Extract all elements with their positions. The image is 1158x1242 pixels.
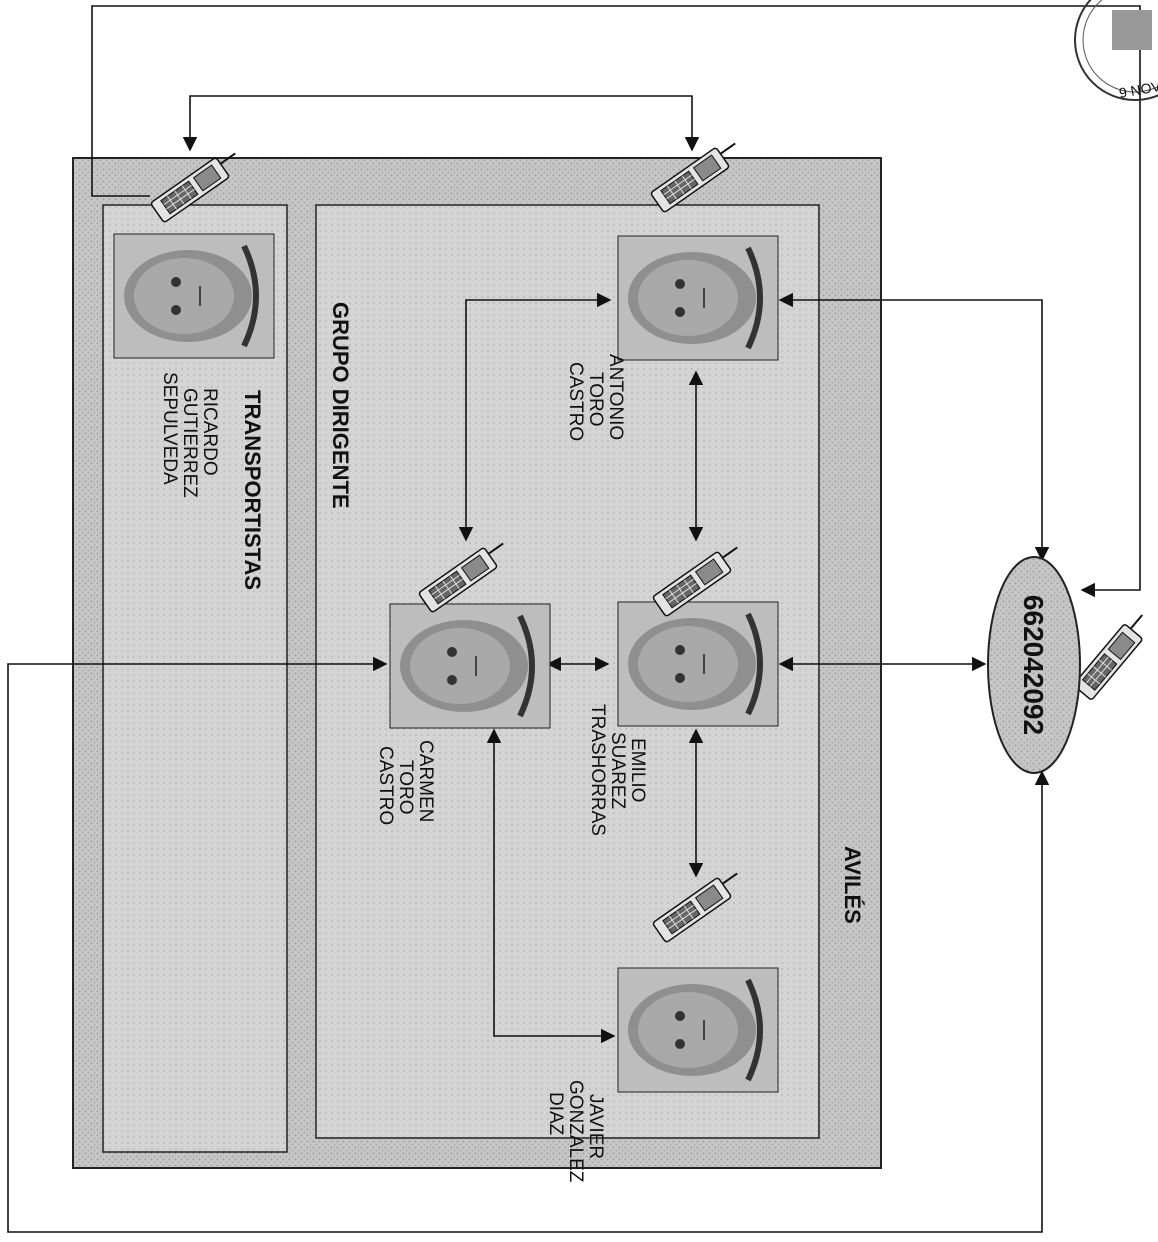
svg-text:CASTRO: CASTRO bbox=[375, 746, 396, 825]
label-antonio: ANTONIO TORO CASTRO bbox=[565, 354, 626, 441]
wire-carmen-number bbox=[7, 656, 1050, 1233]
svg-text:DIAZ: DIAZ bbox=[545, 1092, 566, 1136]
photo-emilio bbox=[618, 602, 778, 726]
wire-ricardo-number bbox=[91, 5, 1141, 598]
wire-antonio-carmen bbox=[458, 292, 612, 542]
label-carmen: CARMEN TORO CASTRO bbox=[375, 740, 436, 825]
phone-icon bbox=[1072, 608, 1156, 702]
wire-carmen-javier bbox=[486, 728, 616, 1044]
phone-number: 662042092 bbox=[1018, 595, 1049, 735]
svg-text:ANTONIO: ANTONIO bbox=[605, 354, 626, 440]
stamp-text: 9 NOV bbox=[1118, 78, 1158, 101]
header-aviles: AVILÉS bbox=[840, 846, 865, 924]
label-ricardo: RICARDO GUTIERREZ SEPULVEDA bbox=[159, 372, 220, 498]
svg-text:SEPULVEDA: SEPULVEDA bbox=[159, 372, 180, 485]
svg-text:CASTRO: CASTRO bbox=[565, 362, 586, 441]
svg-text:TRASHORRAS: TRASHORRAS bbox=[587, 704, 608, 836]
svg-text:TORO: TORO bbox=[585, 372, 606, 427]
photo-carmen bbox=[390, 604, 550, 728]
label-emilio: EMILIO SUAREZ TRASHORRAS bbox=[587, 704, 648, 836]
svg-text:JAVIER: JAVIER bbox=[585, 1094, 606, 1159]
svg-text:RICARDO: RICARDO bbox=[199, 388, 220, 476]
stamp: 9 NOV bbox=[1074, 0, 1158, 101]
wire-antonio-number bbox=[778, 292, 1050, 562]
photo-javier bbox=[618, 968, 778, 1092]
photo-ricardo bbox=[114, 234, 274, 358]
transportistas-box bbox=[102, 204, 288, 1153]
wire-ricardo-antonio bbox=[182, 95, 700, 152]
svg-text:GUTIERREZ: GUTIERREZ bbox=[179, 388, 200, 498]
header-transportistas: TRANSPORTISTAS bbox=[240, 390, 265, 590]
svg-text:SUAREZ: SUAREZ bbox=[607, 732, 628, 809]
label-javier: JAVIER GONZALEZ DIAZ bbox=[545, 1080, 606, 1183]
svg-text:EMILIO: EMILIO bbox=[627, 738, 648, 802]
header-dirigente: GRUPO DIRIGENTE bbox=[328, 302, 353, 509]
svg-text:CARMEN: CARMEN bbox=[415, 740, 436, 822]
svg-text:GONZALEZ: GONZALEZ bbox=[565, 1080, 586, 1183]
number-node bbox=[987, 556, 1081, 774]
photo-antonio bbox=[618, 236, 778, 360]
svg-text:TORO: TORO bbox=[395, 760, 416, 815]
